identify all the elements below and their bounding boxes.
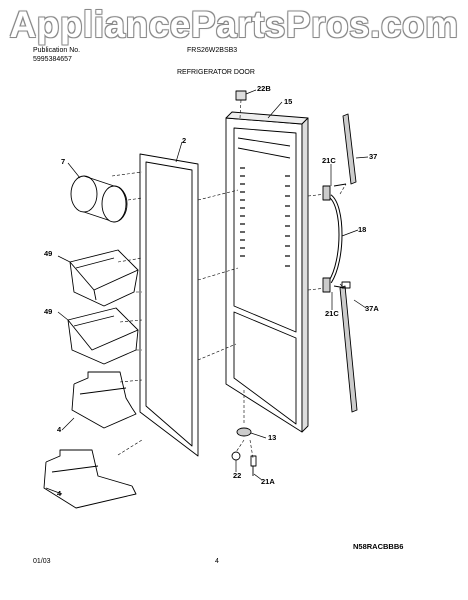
callout-7: 7 bbox=[61, 157, 66, 166]
leader-49-lower bbox=[57, 311, 69, 321]
callout-37: 37 bbox=[369, 152, 378, 161]
door-bin-part-4-upper bbox=[71, 371, 137, 429]
footer-page-number: 4 bbox=[215, 558, 219, 565]
section-title: REFRIGERATOR DOOR bbox=[177, 69, 255, 76]
callout-37A: 37A bbox=[365, 304, 379, 313]
publication-label: Publication No. bbox=[33, 47, 81, 54]
callout-13: 13 bbox=[268, 433, 277, 442]
callout-2: 2 bbox=[182, 136, 187, 145]
callout-21C-top: 21C bbox=[322, 156, 336, 165]
leader-37A bbox=[353, 299, 367, 309]
leader-13 bbox=[250, 432, 267, 439]
callout-22: 22 bbox=[233, 471, 242, 480]
door-bin-part-49-lower bbox=[67, 307, 139, 365]
door-handle-part-18 bbox=[322, 185, 343, 293]
hinge-part-13 bbox=[236, 427, 252, 437]
leader-22B bbox=[245, 89, 257, 95]
washer-part-22 bbox=[231, 451, 241, 461]
screw-part-21C-bottom bbox=[333, 285, 347, 289]
model-number: FRS26W2BSB3 bbox=[187, 47, 238, 54]
leader-4-upper bbox=[61, 417, 75, 431]
trim-part-37 bbox=[342, 113, 357, 185]
leader-2 bbox=[175, 141, 183, 163]
leader-4-lower bbox=[45, 487, 63, 495]
callout-21A: 21A bbox=[261, 477, 275, 486]
screw-part-21A bbox=[250, 455, 257, 476]
screw-part-21C-top bbox=[333, 183, 347, 187]
door-bin-part-4-lower bbox=[43, 449, 137, 509]
door-gasket-part-2 bbox=[139, 153, 199, 457]
callout-4-lower: 4 bbox=[57, 489, 62, 498]
leader-21A bbox=[253, 473, 263, 481]
door-bin-part-49-upper bbox=[69, 249, 139, 307]
leader-37 bbox=[355, 156, 369, 159]
footer-date: 01/03 bbox=[33, 558, 51, 565]
callout-21C-bottom: 21C bbox=[325, 309, 339, 318]
callout-49-lower: 49 bbox=[44, 307, 53, 316]
callout-18: 18 bbox=[358, 225, 367, 234]
trim-part-37A bbox=[339, 281, 358, 413]
callout-15: 15 bbox=[284, 97, 293, 106]
hinge-cap-part-22B bbox=[235, 90, 247, 101]
callout-22B: 22B bbox=[257, 84, 271, 93]
door-panel-part-15 bbox=[225, 111, 309, 433]
publication-number: 5995384657 bbox=[33, 56, 72, 63]
watermark: AppliancePartsPros.com bbox=[9, 4, 459, 45]
leader-18 bbox=[341, 229, 359, 237]
footer-diagram-code: N58RACBBB6 bbox=[353, 542, 404, 551]
callout-4-upper: 4 bbox=[57, 425, 62, 434]
callout-49-upper: 49 bbox=[44, 249, 53, 258]
dairy-cover-part-7 bbox=[70, 175, 128, 223]
leader-7 bbox=[67, 162, 81, 179]
leader-15 bbox=[267, 101, 283, 119]
leader-49-upper bbox=[57, 255, 71, 263]
